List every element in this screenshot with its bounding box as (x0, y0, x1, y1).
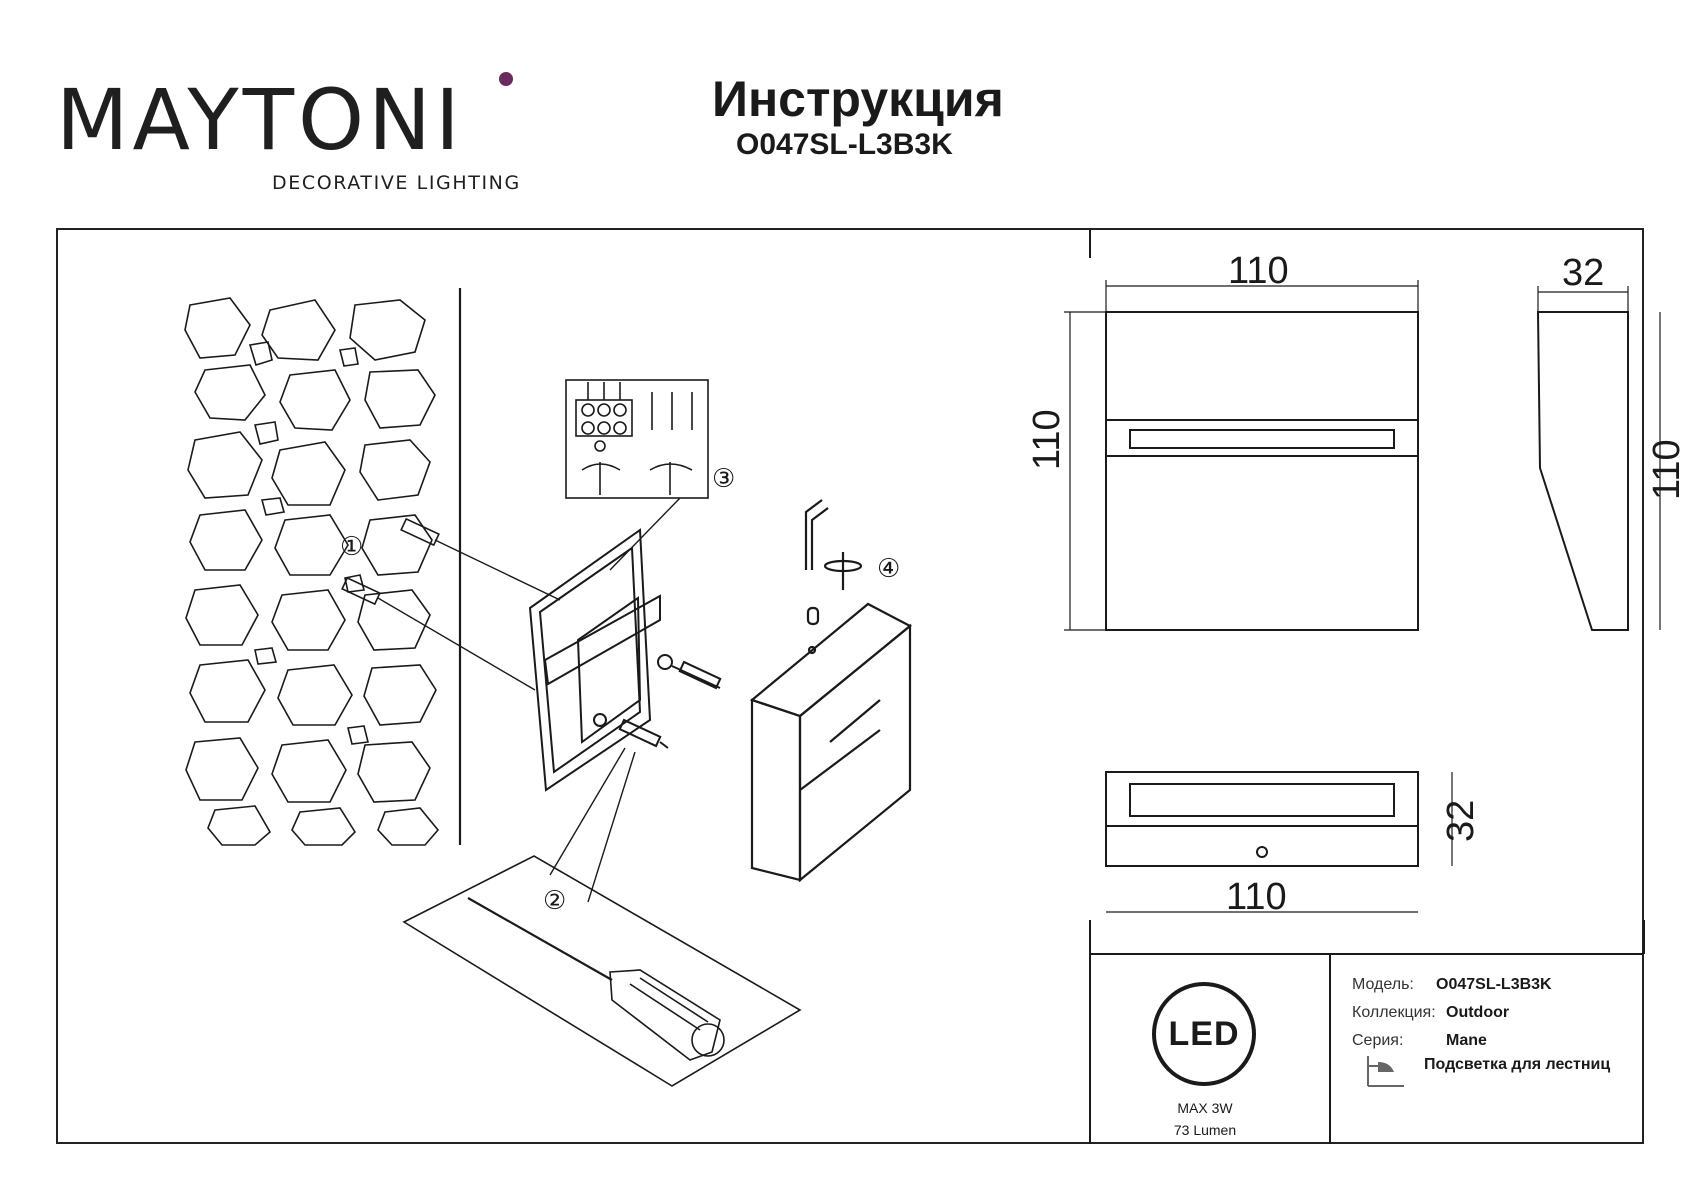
front-height-dimension: 110 (1026, 409, 1068, 470)
mounting-plate (528, 528, 722, 903)
power-rating: MAX 3W (1177, 1100, 1233, 1116)
model-label: Модель: (1352, 976, 1414, 993)
series-label: Серия: (1352, 1032, 1404, 1049)
brand-tagline: DECORATIVE LIGHTING (272, 172, 521, 194)
side-depth-dimension: 32 (1562, 252, 1605, 294)
step-2-label: ② (543, 886, 567, 916)
stair-light-icon (1367, 1056, 1404, 1087)
lamp-body-illustration (749, 602, 912, 883)
step-1-label: ① (340, 532, 364, 562)
brand-name: MAYTONI (56, 71, 464, 169)
hex-key-illustration (804, 499, 863, 626)
series-value: Mane (1446, 1032, 1487, 1049)
collection-label: Коллекция: (1352, 1004, 1436, 1021)
led-badge: LED (1152, 982, 1256, 1086)
product-description: Подсветка для лестниц (1424, 1056, 1611, 1073)
wiring-diagram (565, 379, 709, 571)
lumen-rating: 73 Lumen (1173, 1122, 1237, 1138)
drawing-frame (56, 228, 1644, 1144)
side-view-drawing (1536, 286, 1661, 631)
model-value: O047SL-L3B3K (1436, 976, 1552, 993)
step-3-label: ③ (712, 464, 736, 494)
stone-wall-illustration (184, 288, 561, 846)
screwdriver-illustration (402, 855, 802, 1087)
bottom-depth-dimension: 32 (1440, 799, 1482, 842)
document-title: Инструкция (712, 71, 1004, 127)
brand-logo: MAYTONI DECORATIVE LIGHTING (56, 60, 526, 200)
step-4-label: ④ (877, 554, 901, 584)
front-width-dimension: 110 (1228, 250, 1289, 292)
bottom-view-drawing (1105, 771, 1453, 913)
document-model-code: O047SL-L3B3K (736, 128, 953, 161)
collection-value: Outdoor (1446, 1004, 1510, 1021)
front-view-drawing (1064, 280, 1419, 631)
side-height-dimension: 110 (1646, 439, 1688, 500)
bottom-width-dimension: 110 (1226, 876, 1287, 918)
logo-dot-accent (499, 72, 513, 86)
